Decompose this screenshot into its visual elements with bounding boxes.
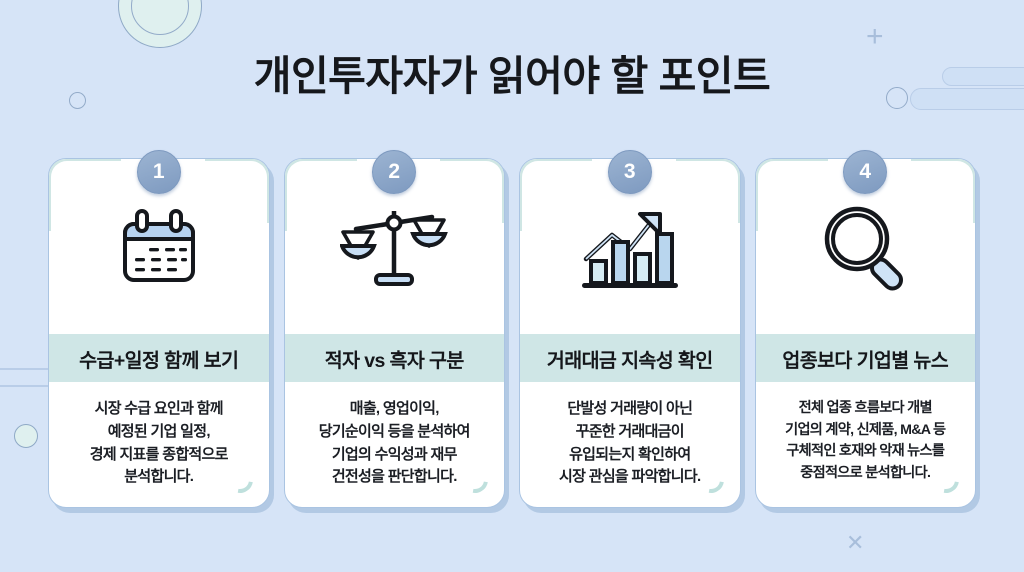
card-2-body-line-3: 기업의 수익성과 재무 (331, 445, 458, 463)
card-2-title: 적자 vs 흑자 구분 (324, 349, 465, 372)
balance-scale-icon (285, 159, 505, 334)
card-3-body-line-4: 시장 관심을 파악합니다. (559, 468, 701, 486)
cards-row: 수급+일정 함께 보기 시장 수급 요인과 함께 예정된 기업 일정, 경제 지… (48, 150, 976, 508)
card-3-title-band: 거래대금 지속성 확인 (520, 334, 740, 382)
magnifier-icon (756, 159, 976, 334)
calendar-icon (49, 159, 269, 334)
deco-ring-filled-left (14, 424, 38, 448)
card-2[interactable]: 적자 vs 흑자 구분 매출, 영업이익, 당기순이익 등을 분석하여 기업의 … (283, 150, 505, 508)
card-3-body-line-3: 유입되는지 확인하여 (569, 445, 691, 463)
growth-bar-chart-icon (520, 159, 740, 334)
card-4-body-line-3: 구체적인 호재와 악재 뉴스를 (786, 443, 945, 460)
card-4-title-band: 업종보다 기업별 뉴스 (755, 334, 975, 382)
card-2-body-line-1: 매출, 영업이익, (349, 400, 440, 417)
card-2-title-band: 적자 vs 흑자 구분 (284, 334, 504, 382)
card-4-body-line-4: 중점적으로 분석합니다. (800, 464, 931, 481)
card-4-body-line-1: 전체 업종 흐름보다 개별 (798, 400, 933, 416)
card-1-body-line-3: 경제 지표를 종합적으로 (89, 445, 229, 463)
page-title: 개인투자자가 읽어야 할 포인트 (253, 53, 771, 99)
deco-line-left-lower (0, 385, 54, 387)
card-2-panel[interactable]: 적자 vs 흑자 구분 매출, 영업이익, 당기순이익 등을 분석하여 기업의 … (283, 158, 505, 508)
card-1-panel[interactable]: 수급+일정 함께 보기 시장 수급 요인과 함께 예정된 기업 일정, 경제 지… (48, 158, 270, 508)
card-4-title: 업종보다 기업별 뉴스 (782, 349, 949, 372)
deco-ring-large-topleft (118, 0, 202, 48)
card-1-body-line-4: 분석합니다. (124, 468, 194, 486)
deco-ring-medium-topleft (131, 0, 189, 35)
card-1-title-band: 수급+일정 함께 보기 (49, 334, 269, 382)
deco-x-icon: ✕ (846, 530, 865, 555)
card-4-body-line-2: 기업의 계약, 신제품, M&A 등 (785, 421, 946, 438)
card-4-number-badge: 4 (843, 150, 888, 194)
card-1-body-line-2: 예정된 기업 일정, (107, 422, 211, 440)
card-3-body-line-1: 단발성 거래량이 아닌 (567, 400, 693, 417)
card-1[interactable]: 수급+일정 함께 보기 시장 수급 요인과 함께 예정된 기업 일정, 경제 지… (48, 150, 270, 508)
card-2-body-line-2: 당기순이익 등을 분석하여 (318, 422, 471, 440)
card-3-number-badge: 3 (607, 150, 652, 194)
card-2-body: 매출, 영업이익, 당기순이익 등을 분석하여 기업의 수익성과 재무 건전성을… (285, 382, 505, 507)
card-4-body: 전체 업종 흐름보다 개별 기업의 계약, 신제품, M&A 등 구체적인 호재… (756, 382, 976, 507)
card-2-body-line-4: 건전성을 판단합니다. (331, 468, 458, 486)
deco-line-left-upper (0, 368, 54, 370)
card-3-body-line-2: 꾸준한 거래대금이 (575, 422, 685, 440)
card-3-body: 단발성 거래량이 아닌 꾸준한 거래대금이 유입되는지 확인하여 시장 관심을 … (520, 382, 740, 507)
card-4-panel[interactable]: 업종보다 기업별 뉴스 전체 업종 흐름보다 개별 기업의 계약, 신제품, M… (754, 158, 976, 508)
card-2-number-badge: 2 (372, 150, 417, 194)
card-1-body-line-1: 시장 수급 요인과 함께 (94, 400, 224, 417)
card-3-title: 거래대금 지속성 확인 (546, 349, 713, 372)
card-3-panel[interactable]: 거래대금 지속성 확인 단발성 거래량이 아닌 꾸준한 거래대금이 유입되는지 … (519, 158, 741, 508)
card-1-number-badge: 1 (136, 150, 181, 194)
card-4[interactable]: 업종보다 기업별 뉴스 전체 업종 흐름보다 개별 기업의 계약, 신제품, M… (754, 150, 976, 508)
card-3[interactable]: 거래대금 지속성 확인 단발성 거래량이 아닌 꾸준한 거래대금이 유입되는지 … (519, 150, 741, 508)
card-1-title: 수급+일정 함께 보기 (79, 349, 239, 372)
card-1-body: 시장 수급 요인과 함께 예정된 기업 일정, 경제 지표를 종합적으로 분석합… (49, 382, 269, 507)
